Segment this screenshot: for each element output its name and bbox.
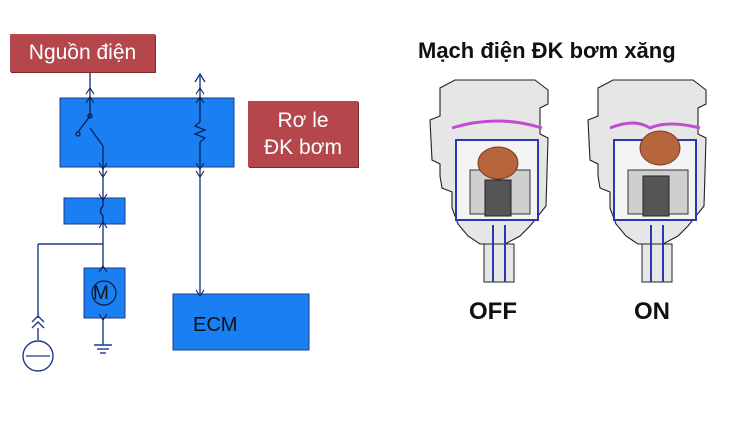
connector-arrow-2 [31, 321, 45, 329]
arrow-down-2 [98, 170, 108, 178]
arrow-power-2 [85, 96, 95, 104]
arrow-down-1 [98, 162, 108, 170]
relay-switch-link [89, 127, 104, 147]
sensor-diaphragm-on [609, 121, 701, 130]
arrow-relay-1 [195, 87, 205, 95]
arrow-motor-in [98, 265, 108, 273]
relay-box [59, 97, 235, 168]
ecm-box [172, 293, 310, 351]
arrow-down-4 [195, 170, 205, 178]
relay-switch-blade [77, 115, 91, 133]
state-off-label: OFF [469, 298, 517, 325]
relay-label-line1: Rơ le [277, 108, 329, 132]
ecm-label: ECM [193, 314, 238, 336]
sensor-connector-off [483, 243, 515, 283]
fuel-sender-symbol [22, 340, 54, 372]
arrow-ecm-in [195, 289, 205, 297]
fuse-symbol [99, 198, 104, 224]
sensor-core-off [484, 179, 512, 217]
relay-label: Rơ le ĐK bơm [248, 101, 358, 167]
wires [31, 66, 206, 354]
arrow-motor-out [98, 313, 108, 321]
power-source-label: Nguồn điện [10, 34, 155, 72]
relay-contact-1 [75, 131, 81, 137]
arrow-power-1 [85, 87, 95, 95]
sensor-ball-off [477, 146, 519, 180]
sensor-ball-on [639, 130, 681, 166]
arrow-fuse-in [98, 193, 108, 201]
relay-coil [193, 121, 207, 143]
arrow-relay-2 [195, 96, 205, 104]
relay-internals [75, 98, 207, 167]
relay-label-line2: ĐK bơm [264, 136, 342, 159]
relay-contact-2 [87, 113, 93, 119]
switch-illustration-off [429, 79, 549, 283]
fuse-box [63, 197, 126, 225]
page-title: Mạch điện ĐK bơm xăng [418, 38, 676, 63]
pump-motor-box [83, 267, 126, 319]
connector-arrow-1 [31, 315, 45, 323]
sensor-diaphragm-off [451, 119, 543, 130]
wire-arrows [85, 87, 205, 321]
power-source-text: Nguồn điện [28, 41, 137, 65]
arrow-up-right [194, 72, 206, 83]
sensor-core-on [642, 175, 670, 217]
sensor-connector-on [641, 243, 673, 283]
state-on-label: ON [634, 298, 670, 325]
motor-label: M [93, 283, 109, 304]
arrow-fuse-out [98, 221, 108, 229]
arrow-down-3 [195, 162, 205, 170]
motor-symbol [91, 280, 117, 306]
switch-illustration-on [587, 79, 707, 283]
